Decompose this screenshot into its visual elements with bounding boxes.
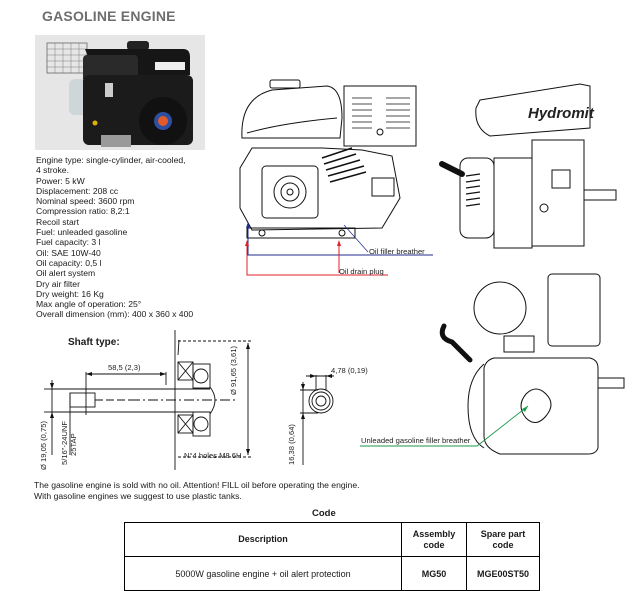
fuel-filler-label: Unleaded gasoline filler breather: [361, 436, 471, 445]
spec-max-angle: Max angle of operation: 25°: [36, 299, 142, 310]
spec-displacement: Displacement: 208 cc: [36, 185, 119, 196]
muffler-top: [547, 273, 601, 347]
shaft-length-dimension: 58,5 (2,3): [108, 363, 141, 372]
air-filter-top: [473, 281, 527, 335]
header-description: Description: [124, 522, 402, 557]
spec-start: Recoil start: [36, 216, 79, 227]
base-rail: [246, 227, 356, 239]
thread-dimension: 5/16"-24UNF: [60, 420, 69, 465]
muffler-cover: [343, 85, 417, 147]
spec-overall-dimension: Overall dimension (mm): 400 x 360 x 400: [36, 309, 194, 320]
shaft-top: [597, 377, 625, 389]
output-shaft: [583, 189, 617, 201]
note-no-oil: The gasoline engine is sold with no oil.…: [34, 480, 360, 490]
shaft-type-title: Shaft type:: [68, 337, 120, 348]
spec-engine-type: Engine type: single-cylinder, air-cooled…: [36, 155, 186, 165]
oil-filler-breather-pointer: [343, 224, 369, 253]
spec-air-filter: Dry air filter: [36, 278, 80, 289]
flange-diameter-dimension: Ø 91,65 (3,61): [229, 346, 238, 395]
spec-fuel-capacity: Fuel capacity: 3 l: [36, 237, 101, 248]
engine-front-view-drawing: [239, 79, 417, 239]
code-table-title: Code: [312, 508, 336, 519]
fuel-tank-side: [475, 83, 591, 137]
spec-list: Engine type: single-cylinder, air-cooled…: [36, 155, 216, 320]
brand-logo: Hydromit: [528, 105, 595, 122]
thread-tap-dimension: 25TAP: [69, 433, 78, 456]
spec-nominal-speed: Nominal speed: 3600 rpm: [36, 196, 135, 207]
spec-oil-capacity: Oil capacity: 0,5 l: [36, 257, 102, 268]
spec-engine-type-cont: 4 stroke.: [36, 165, 69, 176]
oil-filler-breather-label: Oil filler breather: [369, 247, 425, 256]
shaft-diameter-dimension: Ø 19,05 (0,75): [39, 421, 48, 470]
key-width-dimension: 4,78 (0,19): [331, 366, 368, 375]
spec-power: Power: 5 kW: [36, 175, 85, 186]
mounting-holes-label: N°4 holes M8 6H: [184, 451, 242, 460]
spec-oil: Oil: SAE 10W-40: [36, 247, 101, 258]
crankcase-top: [483, 357, 599, 455]
spec-oil-alert: Oil alert system: [36, 268, 96, 279]
oil-drain-plug-label: Oil drain plug: [339, 267, 384, 276]
row-spare-part-code: MGE00ST50: [466, 556, 540, 591]
recoil-top: [467, 363, 485, 449]
fuel-filler-leader: [360, 405, 529, 447]
key-height-dimension: 16,38 (0,64): [287, 424, 296, 465]
table-row: 5000W gasoline engine + oil alert protec…: [124, 556, 540, 591]
note-plastic-tanks: With gasoline engines we suggest to use …: [34, 491, 242, 501]
notes: The gasoline engine is sold with no oil.…: [34, 480, 360, 502]
fuel-tank: [241, 85, 343, 139]
spec-fuel: Fuel: unleaded gasoline: [36, 227, 128, 238]
engine-side-view-drawing: Hydromit: [439, 83, 617, 249]
oil-filler-breather-leader: [247, 226, 433, 256]
engine-photo: [35, 35, 205, 150]
spec-dry-weight: Dry weight: 16 Kg: [36, 288, 104, 299]
fuel-cap: [269, 79, 301, 89]
page-title: GASOLINE ENGINE: [42, 8, 176, 24]
engine-top-view-drawing: [439, 273, 625, 455]
oil-drain-plug-leader: [246, 244, 388, 276]
row-assembly-code: MG50: [401, 556, 467, 591]
spec-compression-ratio: Compression ratio: 8,2:1: [36, 206, 130, 217]
crankcase: [239, 147, 401, 231]
row-description: 5000W gasoline engine + oil alert protec…: [124, 556, 402, 591]
engine-photo-illustration: [46, 41, 193, 147]
